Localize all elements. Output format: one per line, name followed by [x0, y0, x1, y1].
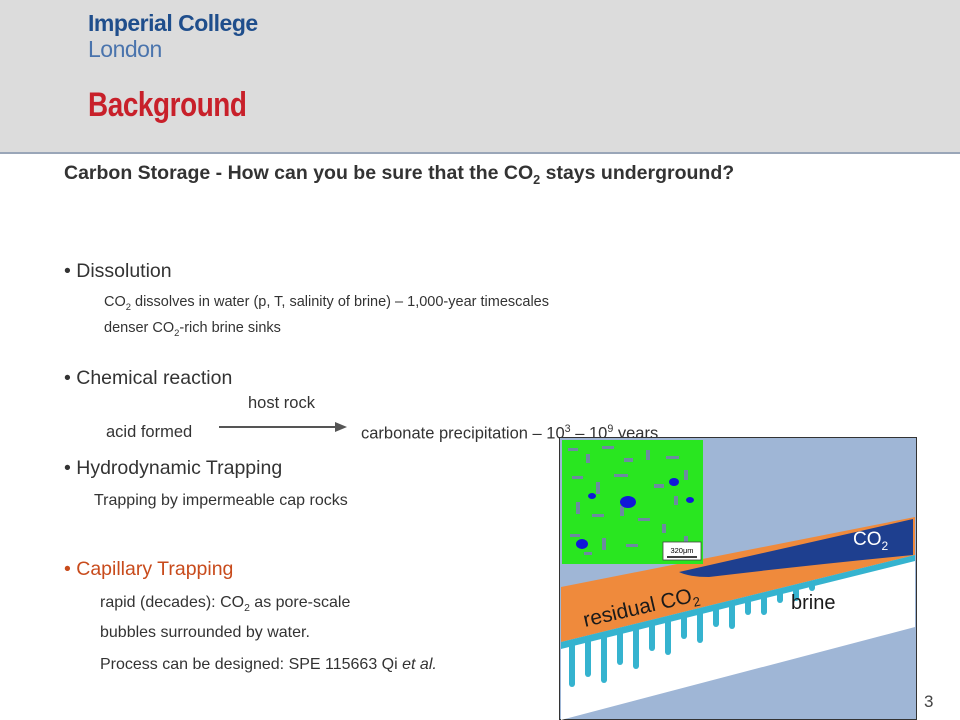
capillary-line-2: bubbles surrounded by water.	[100, 624, 310, 641]
dissolution-line-1-pre: CO	[104, 294, 126, 310]
hydrodynamic-heading: • Hydrodynamic Trapping	[64, 457, 283, 479]
scale-bar-box	[662, 541, 702, 561]
reaction-arrow-icon	[219, 422, 347, 432]
question-sub: 2	[533, 172, 541, 187]
scale-bar-label: 320μm	[670, 546, 693, 555]
slide-title: Background	[88, 86, 247, 124]
page-number: 3	[924, 692, 934, 711]
dissolution-line-2: denser CO2-rich brine sinks	[104, 320, 281, 338]
question-part-2: stays underground?	[540, 162, 735, 184]
brine-label: brine	[791, 592, 835, 614]
carbonate-pre: carbonate precipitation – 10	[361, 424, 565, 443]
co2-blobs	[576, 478, 694, 549]
capillary-line-3-italic: et al.	[402, 656, 437, 673]
dissolution-line-2-pre: denser CO	[104, 320, 175, 336]
capillary-line-1: rapid (decades): CO2 as pore-scale	[100, 594, 350, 614]
dissolution-line-1: CO2 dissolves in water (p, T, salinity o…	[104, 294, 549, 312]
capillary-heading: • Capillary Trapping	[64, 558, 234, 580]
logo-line-1: Imperial College	[88, 10, 258, 36]
logo-line-2: London	[88, 36, 162, 62]
carbonate-sup-1: 3	[564, 423, 571, 435]
question-part-1: Carbon Storage - How can you be sure tha…	[64, 162, 534, 184]
pore-scale-micrograph: 320μm	[562, 440, 703, 564]
host-rock-label: host rock	[248, 394, 315, 412]
dissolution-line-2-post: -rich brine sinks	[179, 320, 281, 336]
co2-plume	[679, 519, 913, 577]
dissolution-line-1-sub: 2	[125, 300, 131, 312]
slide-header: Imperial College London Background	[0, 0, 960, 154]
capillary-line-3: Process can be designed: SPE 115663 Qi e…	[100, 656, 437, 674]
grain-speckles	[568, 446, 688, 555]
dissolution-line-2-sub: 2	[174, 326, 180, 338]
capillary-line-1-pre: rapid (decades): CO	[100, 594, 245, 611]
acid-formed-label: acid formed	[106, 423, 193, 441]
co2-label: CO2	[853, 529, 889, 553]
carbonate-sup-2: 9	[607, 423, 614, 435]
dissolution-line-1-post: dissolves in water (p, T, salinity of br…	[130, 294, 549, 310]
imperial-college-logo: Imperial College London	[88, 10, 258, 62]
dissolution-heading: • Dissolution	[64, 260, 172, 282]
capillary-line-1-sub: 2	[244, 603, 250, 615]
hydrodynamic-line-1: Trapping by impermeable cap rocks	[94, 492, 348, 509]
main-question: Carbon Storage - How can you be sure tha…	[64, 158, 764, 195]
chemical-heading: • Chemical reaction	[64, 367, 233, 389]
capillary-line-3-pre: Process can be designed: SPE 115663 Qi	[100, 656, 403, 673]
droplet-fingers	[569, 581, 815, 687]
capillary-trapping-diagram: CO2 residual CO2 brine	[559, 437, 917, 720]
brine-band	[561, 555, 915, 720]
capillary-line-1-post: as pore-scale	[249, 594, 351, 611]
